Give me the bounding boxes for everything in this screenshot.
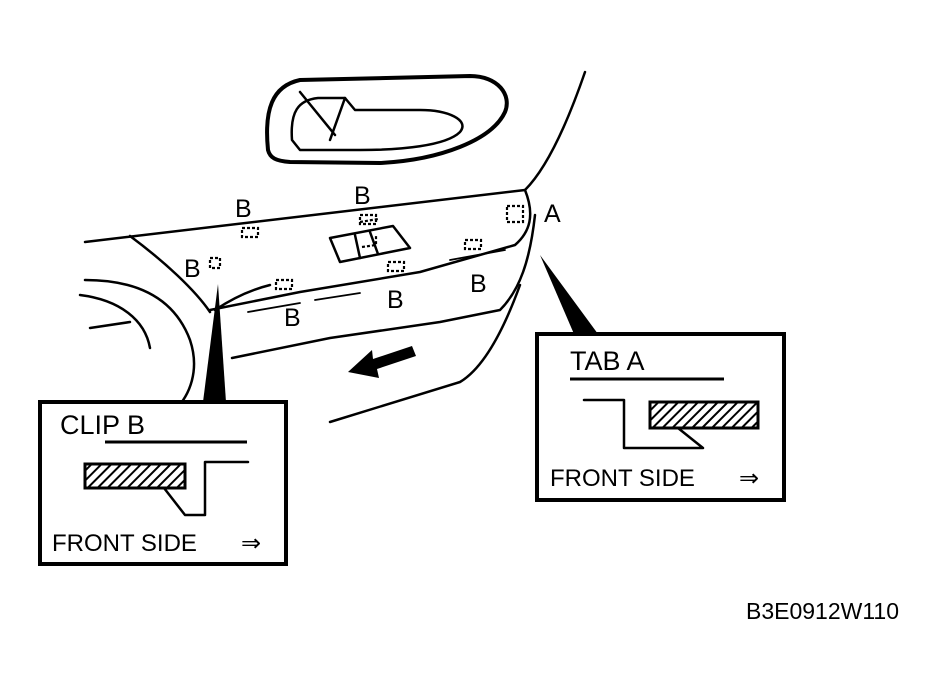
label-b: B xyxy=(235,195,252,223)
tab-a-detail-box: TAB A FRONT SIDE ⇒ xyxy=(535,332,786,502)
clip-b-marker xyxy=(358,213,378,226)
figure-code: B3E0912W110 xyxy=(746,598,899,624)
front-direction-arrow xyxy=(348,346,416,378)
label-b: B xyxy=(470,270,487,298)
clip-b-callout-pointer xyxy=(203,284,226,402)
label-b: B xyxy=(284,304,301,332)
hatched-trim-section xyxy=(648,400,760,430)
clip-b-marker xyxy=(463,238,483,251)
clip-b-front-side-label: FRONT SIDE xyxy=(52,530,197,557)
label-b: B xyxy=(387,286,404,314)
clip-markers xyxy=(208,204,525,291)
tab-a-callout-pointer xyxy=(540,255,598,334)
window-switch xyxy=(328,217,412,264)
label-b: B xyxy=(354,182,371,210)
clip-b-marker xyxy=(240,226,260,239)
label-a: A xyxy=(544,200,561,228)
label-b: B xyxy=(184,255,201,283)
clip-b-detail-box: CLIP B FRONT SIDE ⇒ xyxy=(38,400,288,566)
door-handle xyxy=(265,74,509,165)
clip-b-marker xyxy=(208,256,222,270)
tab-a-front-side-label: FRONT SIDE xyxy=(550,465,695,492)
door-trim-panel xyxy=(78,70,587,424)
clip-b-title: CLIP B xyxy=(60,410,145,440)
clip-b-marker xyxy=(386,260,406,273)
tab-a-title: TAB A xyxy=(570,346,645,376)
front-side-arrow-icon: ⇒ xyxy=(739,465,759,492)
tab-a-marker xyxy=(505,204,525,224)
clip-b-marker xyxy=(274,278,294,291)
hatched-trim-section xyxy=(83,462,187,490)
front-side-arrow-icon: ⇒ xyxy=(241,530,261,557)
